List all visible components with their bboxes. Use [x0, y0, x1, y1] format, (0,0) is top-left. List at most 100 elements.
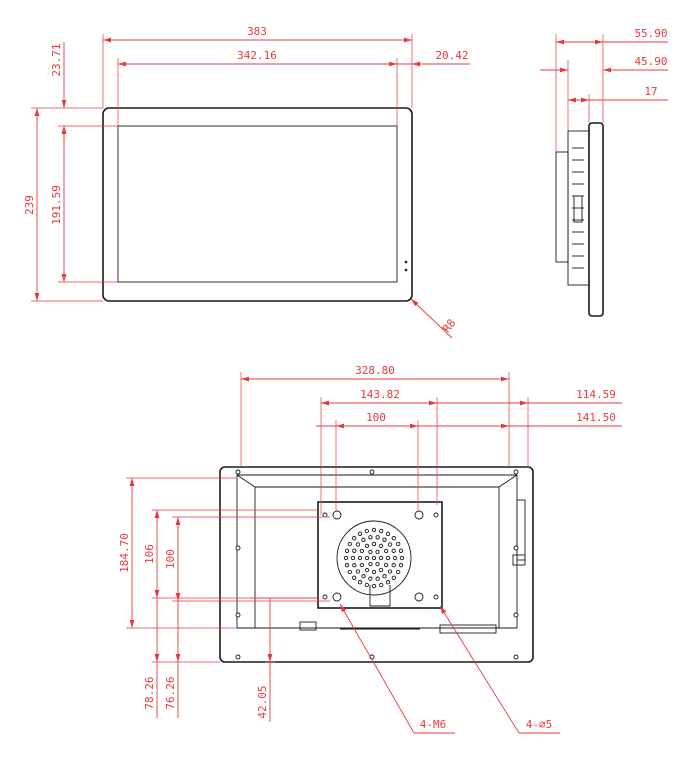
grille-hole	[364, 528, 369, 534]
side-bracket	[555, 151, 569, 263]
dim-vesa-spacing: 100	[366, 411, 386, 424]
dim-right-1: 114.59	[576, 388, 616, 401]
indicator-led	[404, 268, 408, 272]
dim-depth-total: 55.90	[634, 27, 667, 40]
dim-screen-width: 342.16	[237, 49, 277, 62]
rear-panel-outline	[236, 474, 518, 629]
grille-hole	[387, 542, 393, 547]
dim-bottom-1: 78.26	[143, 676, 156, 709]
bottom-port	[299, 621, 317, 631]
side-view: 55.90 45.90 17	[540, 27, 668, 317]
grille-hole	[378, 567, 384, 573]
dim-bottom-3: 42.05	[256, 685, 269, 718]
dim-vesa-vertical: 100	[164, 549, 177, 569]
grille-hole	[355, 569, 361, 574]
grille-hole	[378, 543, 384, 549]
dim-screen-height: 191.59	[50, 185, 63, 225]
dim-side-margin: 20.42	[435, 49, 468, 62]
grille-hole	[371, 527, 377, 533]
grille-hole	[368, 576, 373, 581]
dim-top-margin: 23.71	[50, 43, 63, 76]
grille-hole	[382, 574, 387, 579]
grille-hole	[361, 537, 366, 542]
grille-hole	[396, 569, 401, 575]
grille-hole	[357, 531, 363, 536]
side-connector	[516, 499, 526, 561]
grille-hole	[385, 580, 391, 585]
indicator-led	[404, 260, 408, 264]
grille-hole	[344, 548, 350, 553]
dim-mount-span: 328.80	[355, 364, 395, 377]
grille-holes	[343, 527, 405, 589]
dim-depth-body: 45.90	[634, 55, 667, 68]
dim-bezel-depth: 17	[644, 85, 657, 98]
screw-callout: 4-M6	[420, 718, 447, 731]
grille-hole	[352, 563, 357, 568]
grille-hole	[379, 582, 384, 588]
grille-hole	[375, 576, 380, 581]
grille-hole	[382, 537, 387, 542]
dim-corner-radius: R8	[440, 317, 458, 335]
grille-hole	[379, 528, 384, 534]
grille-hole	[387, 569, 393, 574]
vesa-holes	[322, 510, 439, 602]
dim-width: 383	[247, 25, 267, 38]
grille-hole	[357, 555, 363, 561]
grille-hole	[391, 575, 396, 580]
grille-hole	[364, 555, 370, 561]
grille-hole	[371, 569, 377, 575]
dim-plate-height: 106	[143, 544, 156, 564]
grille-hole	[398, 563, 404, 568]
grille-hole	[371, 583, 377, 589]
grille-hole	[343, 555, 349, 561]
grille-hole	[364, 543, 370, 549]
side-bezel	[588, 122, 604, 317]
grille-hole	[371, 555, 377, 561]
grille-hole	[347, 569, 352, 575]
grille-hole	[371, 541, 377, 547]
grille-hole	[375, 535, 380, 540]
rear-view: 328.80 143.82 114.59 100 141.50 184.70 1…	[118, 364, 622, 734]
grille-hole	[396, 541, 401, 547]
grille-hole	[355, 542, 361, 547]
screw-callout-leader	[339, 603, 415, 734]
grille-hole	[347, 541, 352, 547]
hole-callout: 4-⌀5	[526, 718, 553, 731]
grille-hole	[368, 535, 373, 540]
grille-hole	[392, 555, 398, 561]
grille-hole	[352, 575, 357, 580]
grille-hole	[361, 574, 366, 579]
grille-hole	[359, 562, 365, 568]
vesa-plate	[317, 501, 443, 609]
grille-hole	[391, 563, 396, 568]
front-view: 383 342.16 20.42 23.71 239 191.59 R8	[23, 25, 470, 339]
grille-hole	[383, 562, 389, 568]
dim-height: 239	[23, 195, 36, 215]
grille-hole	[391, 548, 396, 553]
dim-right-2: 141.50	[576, 411, 616, 424]
grille-hole	[391, 536, 396, 541]
hole-callout-leader	[439, 605, 520, 734]
grille-hole	[364, 582, 369, 588]
grille-hole	[375, 561, 380, 567]
dim-vesa-left: 143.82	[360, 388, 400, 401]
bottom-port	[439, 624, 497, 634]
grille-hole	[383, 548, 389, 554]
grille-hole	[398, 548, 404, 553]
grille-hole	[359, 548, 365, 554]
screen-area	[117, 125, 398, 283]
grille-hole	[357, 580, 363, 585]
grille-hole	[375, 549, 380, 555]
rear-housing	[219, 466, 534, 663]
grille-hole	[399, 555, 405, 561]
grille-hole	[385, 555, 391, 561]
side-vents	[572, 147, 584, 269]
grille-hole	[368, 561, 373, 567]
grille-hole	[352, 536, 357, 541]
grille-hole	[368, 549, 373, 555]
grille-hole	[352, 548, 357, 553]
monitor-front-outline	[102, 107, 413, 302]
dim-radius-leader	[410, 298, 453, 339]
grille-hole	[364, 567, 370, 573]
